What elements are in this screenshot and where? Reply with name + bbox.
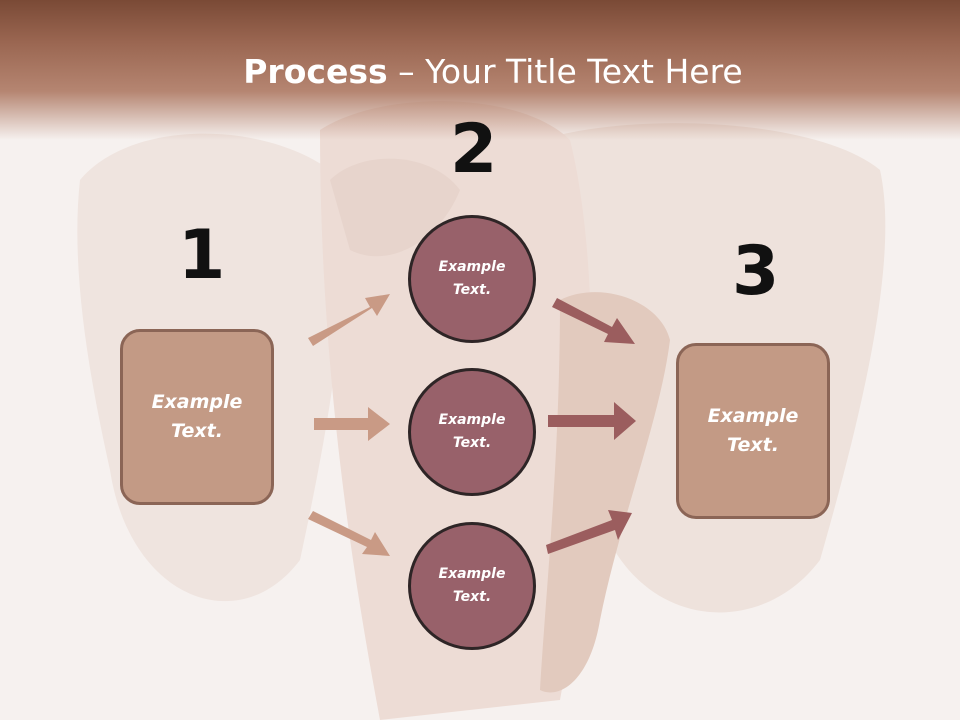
circle-top: Example Text. bbox=[408, 215, 536, 343]
arrow-left-to-top bbox=[308, 294, 390, 346]
slide-title: Process – Your Title Text Here bbox=[0, 52, 960, 91]
circle-bottom: Example Text. bbox=[408, 522, 536, 650]
arrow-bottom-to-right bbox=[546, 510, 632, 554]
title-bold: Process bbox=[243, 52, 388, 91]
step-number-3: 3 bbox=[732, 232, 780, 311]
step-number-1: 1 bbox=[178, 216, 226, 295]
box-left: Example Text. bbox=[120, 329, 274, 505]
circle-middle: Example Text. bbox=[408, 368, 536, 496]
box-right: Example Text. bbox=[676, 343, 830, 519]
arrow-top-to-right bbox=[552, 298, 635, 344]
title-rest: – Your Title Text Here bbox=[387, 52, 743, 91]
arrow-middle-to-right bbox=[548, 402, 636, 440]
step-number-2: 2 bbox=[450, 110, 498, 189]
arrow-left-to-bottom bbox=[308, 511, 390, 556]
arrow-left-to-middle bbox=[314, 407, 390, 441]
header-band bbox=[0, 0, 960, 140]
